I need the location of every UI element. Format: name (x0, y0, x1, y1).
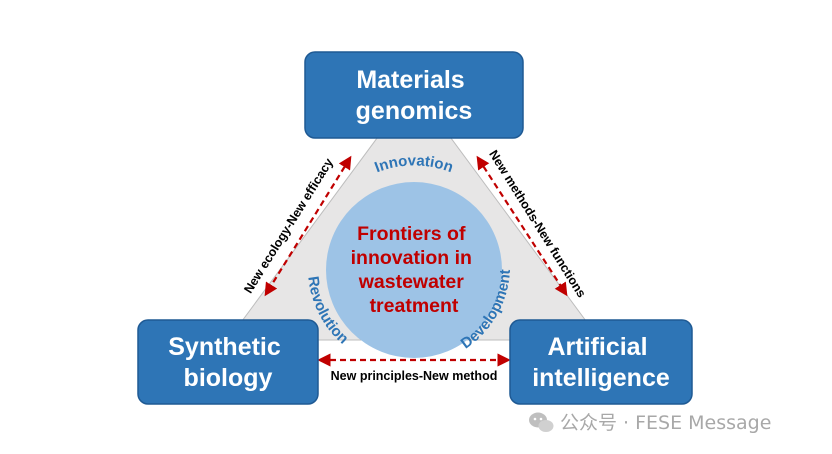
arrow-left-edge (264, 155, 352, 297)
svg-text:Materials genomics: Materials genomics (356, 66, 473, 125)
node-top-line-2: genomics (356, 97, 473, 125)
center-line-1: Frontiers of (357, 223, 466, 245)
node-right-line-2: intelligence (532, 364, 670, 392)
svg-text:Artificial intelligence: Artificial intelligence (532, 333, 670, 392)
node-materials-genomics: Materials genomics (304, 51, 524, 139)
center-line-4: treatment (370, 295, 459, 317)
edge-label-bottom: New principles-New method (331, 369, 498, 383)
node-top-line-1: Materials (356, 66, 464, 94)
center-circle (326, 182, 502, 358)
center-line-2: innovation in (351, 247, 472, 269)
node-left-line-2: biology (184, 364, 273, 392)
svg-text:Synthetic biology: Synthetic biology (168, 333, 287, 392)
node-synthetic-biology: Synthetic biology (137, 319, 319, 405)
watermark-text: 公众号 · FESE Message (560, 412, 771, 434)
node-left-line-1: Synthetic (168, 333, 281, 361)
ring-label-innovation: Innovation (372, 152, 455, 176)
center-line-3: wastewater (358, 271, 465, 293)
node-right-line-1: Artificial (548, 333, 648, 361)
wechat-icon (529, 412, 554, 432)
node-artificial-intelligence: Artificial intelligence (509, 319, 693, 405)
center-title: Frontiers of innovation in wastewater tr… (351, 223, 478, 317)
arrow-right-edge (476, 155, 568, 297)
watermark: 公众号 · FESE Message (529, 412, 771, 434)
